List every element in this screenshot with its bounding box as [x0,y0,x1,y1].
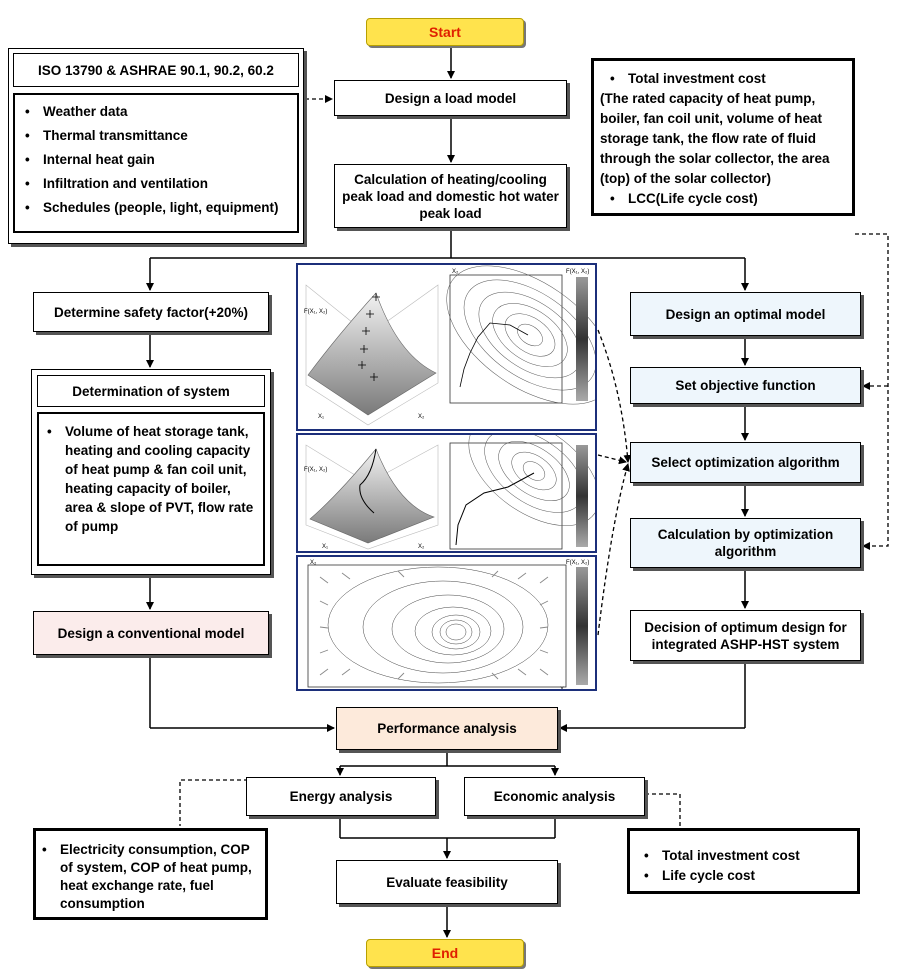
calc-algorithm-box: Calculation by optimization algorithm [630,518,861,568]
start-label: Start [429,23,461,40]
f-label-1b: F(X₁, X₂) [566,269,589,275]
end-terminal: End [366,939,524,967]
cost-item-detail: (The rated capacity of heat pump, boiler… [600,91,830,186]
contour-lines-2 [468,435,595,526]
cost-item-total: •Total investment cost [610,71,766,86]
objective-function-box: Set objective function [630,367,861,404]
design-load-model-box: Design a load model [334,80,567,116]
standards-title-box: ISO 13790 & ASHRAE 90.1, 90.2, 60.2 [13,53,299,87]
end-label: End [431,944,459,961]
x2-label-3: X₂ [310,560,317,566]
conventional-model-label: Design a conventional model [57,625,245,641]
search-points [358,293,380,381]
f-label-3: F(X₁, X₂) [566,560,589,566]
search-path-1 [459,322,529,388]
peak-load-box: Calculation of heating/cooling peak load… [334,164,567,228]
decision-label: Decision of optimum design for integrate… [644,619,847,652]
standards-item: Internal heat gain [25,151,297,168]
x1-label-2: X₁ [322,544,328,550]
peak-load-label: Calculation of heating/cooling peak load… [342,171,559,221]
x1-label-3: X₁ [560,687,566,691]
cost-box: •Total investment cost (The rated capaci… [591,58,855,216]
standards-item: Infiltration and ventilation [25,175,297,192]
surface-frame [305,284,439,426]
f-label-1: F(X₁, X₂) [304,309,327,315]
colorbar-3 [576,567,588,685]
optimization-plot-panel-3: X₂ F(X₁, X₂) X₁ [296,555,597,691]
colorbar-1 [576,277,588,401]
optimization-plot-panel-2: F(X₁, X₂) X₁ X₂ [296,433,597,553]
standards-group: ISO 13790 & ASHRAE 90.1, 90.2, 60.2 Weat… [8,48,304,244]
evaluate-feasibility-box: Evaluate feasibility [336,860,558,904]
energy-items-box: Electricity consumption, COP of system, … [33,828,268,920]
vector-field-contours [327,566,549,684]
conventional-model-box: Design a conventional model [33,611,269,655]
performance-analysis-label: Performance analysis [377,721,517,736]
cost-item-lcc: •LCC(Life cycle cost) [610,191,758,206]
standards-item: Thermal transmittance [25,127,297,144]
economic-items-box: Total investment cost Life cycle cost [627,828,860,894]
vector-field-frame [307,564,567,688]
search-path-2 [455,472,535,546]
select-algorithm-label: Select optimization algorithm [651,455,840,470]
determination-title: Determination of system [72,383,230,399]
energy-item: Electricity consumption, COP of system, … [42,841,263,913]
decision-box: Decision of optimum design for integrate… [630,610,861,661]
start-terminal: Start [366,18,524,46]
calc-algorithm-label: Calculation by optimization algorithm [657,527,834,559]
standards-list-box: Weather data Thermal transmittance Inter… [13,93,299,233]
safety-factor-label: Determine safety factor(+20%) [54,304,248,320]
select-algorithm-box: Select optimization algorithm [630,442,861,483]
gradient-path-3d [359,448,377,514]
economic-analysis-label: Economic analysis [493,789,616,804]
standards-list: Weather data Thermal transmittance Inter… [15,103,297,216]
optimization-plot-panel-1: F(X₁, X₂) X₁ X₂ X₂ F(X₁, X₂) [296,263,597,431]
system-details-text: Volume of heat storage tank, heating and… [47,422,259,536]
contour-frame-2 [449,442,563,550]
x2-label-1b: X₂ [452,269,459,275]
standards-item: Schedules (people, light, equipment) [25,199,297,216]
standards-item: Weather data [25,103,297,120]
contour-frame-1 [449,274,563,404]
standards-title: ISO 13790 & ASHRAE 90.1, 90.2, 60.2 [38,62,274,78]
f-label-2: F(X₁, X₂) [304,467,327,473]
determination-group: Determination of system Volume of heat s… [31,369,271,575]
optimal-model-box: Design an optimal model [630,292,861,336]
performance-analysis-box: Performance analysis [336,707,558,750]
economic-item: Total investment cost [644,847,857,864]
colorbar-2 [576,445,588,547]
evaluate-feasibility-label: Evaluate feasibility [386,874,508,890]
x1-label-1: X₁ [318,414,324,420]
energy-analysis-label: Energy analysis [289,789,393,804]
system-details-box: Volume of heat storage tank, heating and… [37,412,265,566]
economic-item: Life cycle cost [644,867,857,884]
objective-function-label: Set objective function [675,378,816,393]
surface-frame-2 [305,444,439,550]
design-load-model-label: Design a load model [384,90,517,106]
energy-analysis-box: Energy analysis [246,777,436,816]
economic-analysis-box: Economic analysis [464,777,645,816]
x2-label-1: X₂ [418,414,425,420]
vector-arrows [319,570,549,680]
x2-label-2: X₂ [418,544,425,550]
optimal-model-label: Design an optimal model [665,306,826,322]
determination-title-box: Determination of system [37,375,265,407]
safety-factor-box: Determine safety factor(+20%) [33,292,269,332]
surface-3d-2 [309,448,435,544]
